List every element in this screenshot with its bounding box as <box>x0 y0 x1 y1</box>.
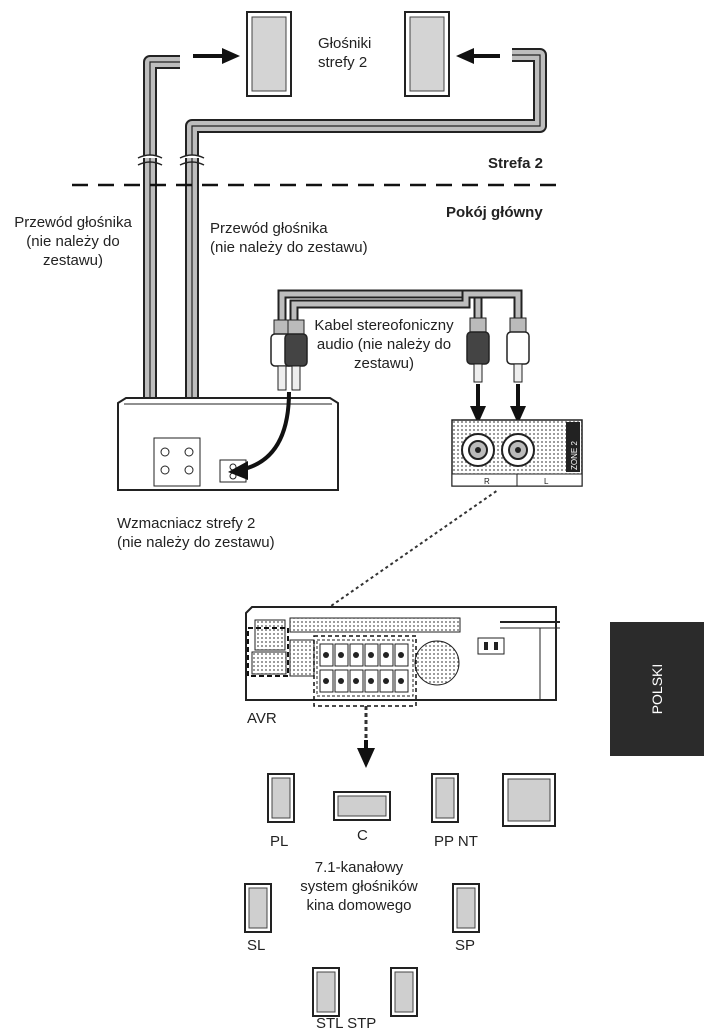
label-speaker-wire-left-line1: Przewód głośnika <box>14 214 132 231</box>
label-speaker-c: C <box>357 827 368 844</box>
arrow-down-to-speakers-icon <box>357 706 375 768</box>
label-avr: AVR <box>247 710 277 727</box>
zone2-output-panel <box>451 419 583 487</box>
speaker-pp <box>431 773 459 823</box>
speaker-wire-left <box>143 55 180 455</box>
label-speaker-wire-left-line2: (nie należy do <box>26 233 120 250</box>
speaker-sp <box>452 883 480 933</box>
zone2-amplifier <box>117 397 339 491</box>
curved-arrow-icon <box>228 391 291 480</box>
arrow-right-icon <box>193 48 240 64</box>
label-system-line1: 7.1-kanałowy <box>314 859 404 876</box>
label-zone2-speakers: Głośniki strefy 2 <box>318 34 371 72</box>
label-stereo-cable-line2: audio (nie należy do <box>316 336 452 353</box>
label-speaker-wire-right: Przewód głośnika (nie należy do zestawu) <box>210 219 368 257</box>
label-system-line3: kina domowego <box>306 897 412 914</box>
label-amplifier-line1: Wzmacniacz strefy 2 <box>117 515 256 532</box>
label-speaker-ppnt: PP NT <box>434 833 478 850</box>
label-speaker-stlstp: STL STP <box>316 1015 377 1032</box>
speaker-pl <box>267 773 295 823</box>
speaker-stp <box>390 967 418 1017</box>
label-speaker-wire-right-line1: Przewód głośnika <box>210 220 328 237</box>
wire-break-marks <box>137 154 205 166</box>
speaker-wire-right <box>185 48 547 455</box>
label-system-line2: system głośników <box>300 878 418 895</box>
panel-label-jack-r: R <box>484 477 490 486</box>
avr-speaker-terminals <box>316 639 414 697</box>
label-stereo-cable-line1: Kabel stereofoniczny <box>314 317 454 334</box>
zone2-speaker-left <box>246 11 292 97</box>
arrow-left-icon <box>456 48 500 64</box>
label-speaker-wire-left: Przewód głośnika (nie należy do zestawu) <box>6 213 140 270</box>
label-zone2: Strefa 2 <box>488 155 544 172</box>
rca-plug-amp-red <box>284 319 308 391</box>
panel-label-zone2: ZONE 2 <box>570 441 579 470</box>
speaker-sl <box>244 883 272 933</box>
label-speaker-wire-right-line2: (nie należy do zestawu) <box>210 239 368 256</box>
label-system: 7.1-kanałowy system głośników kina domow… <box>296 858 422 915</box>
label-speaker-pl: PL <box>270 833 289 850</box>
label-main-room: Pokój główny <box>446 204 543 221</box>
speaker-stl <box>312 967 340 1017</box>
label-amplifier-line2: (nie należy do zestawu) <box>117 534 275 551</box>
panel-label-jack-l: L <box>544 477 549 486</box>
speaker-c <box>333 791 391 821</box>
arrow-down-icon <box>470 384 526 424</box>
avr-terminals-outline <box>313 635 417 707</box>
language-tab-label: POLSKI <box>649 663 665 715</box>
avr-zone2-output-highlight <box>247 627 289 677</box>
rca-plug-avr-white <box>506 317 530 383</box>
label-zone2-speakers-line2: strefy 2 <box>318 54 368 71</box>
label-speaker-sp: SP <box>455 937 476 954</box>
label-stereo-cable-line3: zestawu) <box>353 355 415 372</box>
language-tab: POLSKI <box>610 622 704 756</box>
label-amplifier: Wzmacniacz strefy 2 (nie należy do zesta… <box>117 514 275 552</box>
rca-plug-avr-red <box>466 317 490 383</box>
label-stereo-cable: Kabel stereofoniczny audio (nie należy d… <box>308 316 460 373</box>
label-speaker-wire-left-line3: zestawu) <box>42 252 104 269</box>
label-zone2-speakers-line1: Głośniki <box>318 35 372 52</box>
label-speaker-sl: SL <box>247 937 266 954</box>
speaker-subwoofer <box>502 773 556 827</box>
stereo-audio-cable <box>277 289 523 320</box>
zone2-speaker-right <box>404 11 450 97</box>
